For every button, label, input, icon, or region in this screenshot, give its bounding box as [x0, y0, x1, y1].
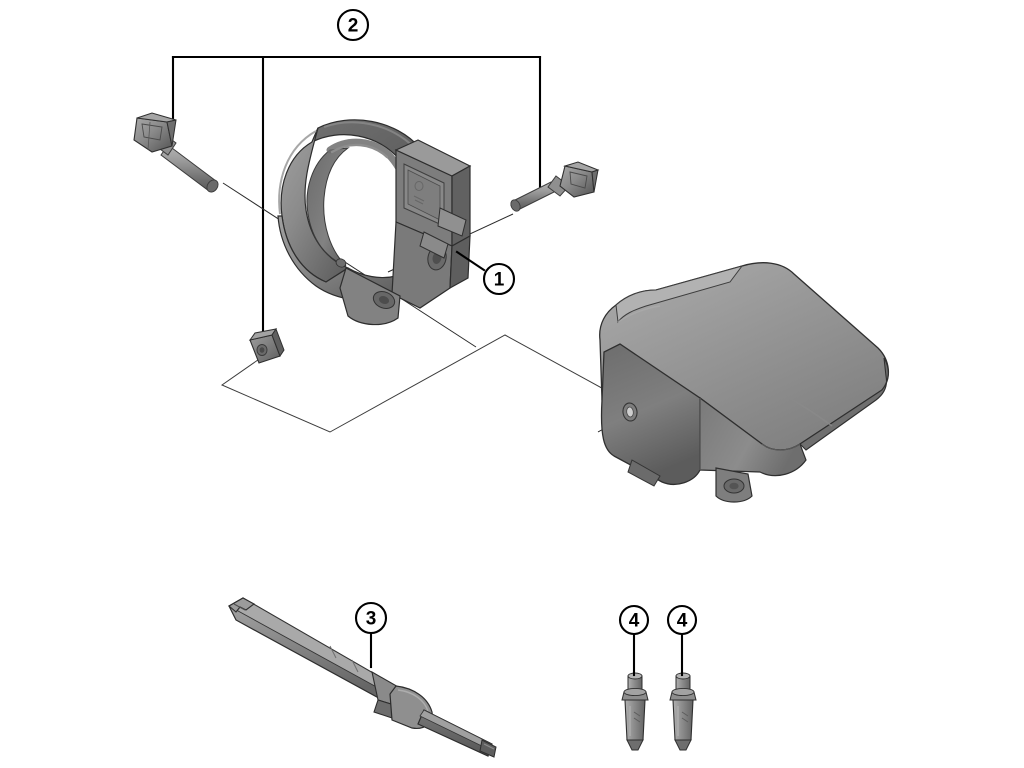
- clamp-bolt-right: [510, 161, 600, 212]
- callout-3-label: 3: [366, 609, 377, 630]
- callout-2[interactable]: 2: [336, 8, 370, 42]
- callout-1-leader: [455, 250, 486, 272]
- callout-1-circle: [482, 262, 516, 296]
- shift-lever-paddle: [228, 597, 497, 758]
- callout-2-circle: [336, 8, 370, 42]
- callout-3-circle: [354, 601, 388, 635]
- callout-2-label: 2: [348, 16, 359, 37]
- callout-4-right-circle: [666, 604, 698, 636]
- square-nut: [248, 327, 285, 364]
- callout-1-label: 1: [494, 270, 505, 291]
- callout-4-right-label: 4: [677, 611, 688, 632]
- clamp-bolt-left: [133, 112, 219, 193]
- callout-4-left-label: 4: [629, 611, 640, 632]
- clamp-band-body: [277, 119, 472, 326]
- fixing-pin-right: [669, 672, 697, 751]
- callout-1[interactable]: 1: [455, 250, 516, 296]
- callout-4-left-circle: [618, 604, 650, 636]
- callout-2-bracket: [171, 55, 542, 342]
- callout-3[interactable]: 3: [354, 601, 388, 669]
- callout-4-right[interactable]: 4: [666, 604, 698, 677]
- fixing-pin-left: [621, 672, 649, 751]
- callout-4-left[interactable]: 4: [618, 604, 650, 677]
- shifter-cover: [599, 262, 889, 503]
